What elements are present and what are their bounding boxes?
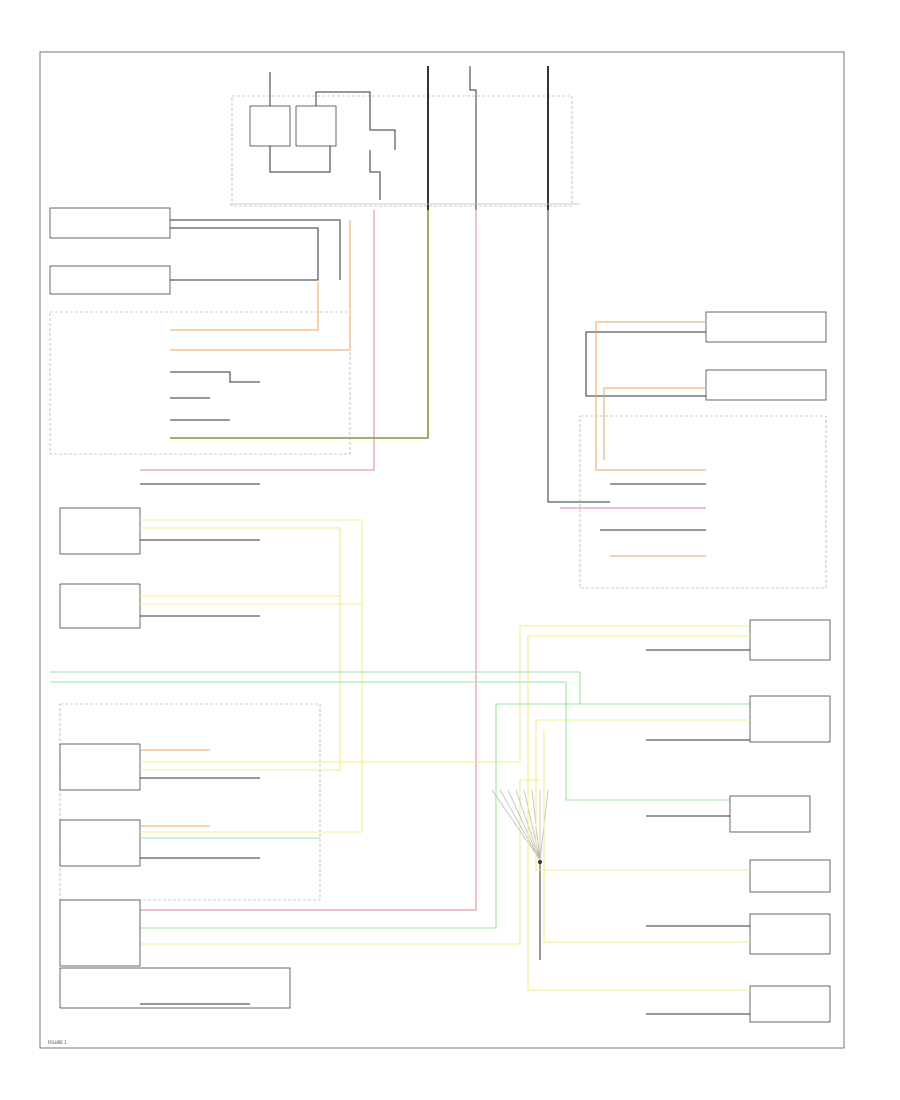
right-component-group <box>579 415 827 589</box>
relay-box <box>249 105 291 147</box>
left-lower-components <box>59 899 291 1009</box>
diagram-frame <box>39 51 845 1049</box>
relay-output-wire <box>369 150 381 200</box>
yellow-wire-4 <box>140 625 750 763</box>
left-component-1 <box>49 207 171 239</box>
yellow-wire-5 <box>140 779 540 945</box>
right-orange-wire-2 <box>603 387 706 460</box>
yellow-wire-3 <box>140 595 362 605</box>
orange-wire-3 <box>140 749 210 827</box>
right-lamp-6 <box>749 985 831 1023</box>
right-yellow-wire-1 <box>527 635 750 991</box>
left-upper-components <box>49 207 351 485</box>
page-id: FIGURE 1 <box>48 1040 67 1045</box>
lower-left-component <box>59 899 141 967</box>
left-component-3 <box>49 311 351 455</box>
lamp-group-outline <box>59 703 321 901</box>
lamp-component-1 <box>59 507 141 555</box>
right-wire-2 <box>600 483 706 531</box>
right-yellow-wire-2 <box>535 719 750 871</box>
light-green-wire-1 <box>50 671 750 705</box>
right-orange-wire-1 <box>595 321 706 471</box>
ground-wire-2 <box>140 539 260 859</box>
relay-box-2 <box>295 105 337 147</box>
yellow-wire-1 <box>140 519 363 833</box>
relay-feed-wire <box>269 72 396 173</box>
right-lamp-5 <box>749 913 831 955</box>
right-lamp-2 <box>749 695 831 743</box>
left-lamp-components <box>50 507 750 945</box>
left-wire-4 <box>170 397 230 421</box>
right-components <box>527 311 831 1023</box>
pink-feed-wire-2 <box>140 210 477 911</box>
right-wire-1 <box>585 331 706 397</box>
lower-left-component-2 <box>59 967 291 1009</box>
right-lamp-3 <box>729 795 811 833</box>
left-wire-3 <box>170 371 260 383</box>
left-wire-1 <box>170 227 319 281</box>
left-orange-wire-1 <box>170 282 319 331</box>
fuse-feed-2 <box>469 66 477 210</box>
splice-bundle <box>491 789 549 960</box>
light-green-wire-3 <box>140 703 580 929</box>
right-lamp-1 <box>749 619 831 661</box>
left-wire-2 <box>170 219 341 280</box>
fuse-block-area <box>230 66 580 210</box>
right-component-2 <box>705 369 827 401</box>
lamp-component-2 <box>59 583 141 629</box>
left-orange-wire-2 <box>170 220 351 351</box>
green-feed-wire <box>170 210 429 439</box>
right-yellow-wire-3 <box>543 730 750 943</box>
lamp-component-3 <box>59 743 141 791</box>
right-ground-wires <box>646 649 750 1015</box>
lamp-component-4 <box>59 819 141 867</box>
yellow-wire-2 <box>140 527 341 771</box>
pink-feed-wire <box>140 210 375 471</box>
black-feed-wire-right <box>547 210 610 503</box>
light-green-wire-2 <box>50 681 730 801</box>
fuse-block-outline <box>231 95 573 207</box>
left-component-2 <box>49 265 171 295</box>
right-lamp-4 <box>749 859 831 893</box>
right-component-1 <box>705 311 827 343</box>
